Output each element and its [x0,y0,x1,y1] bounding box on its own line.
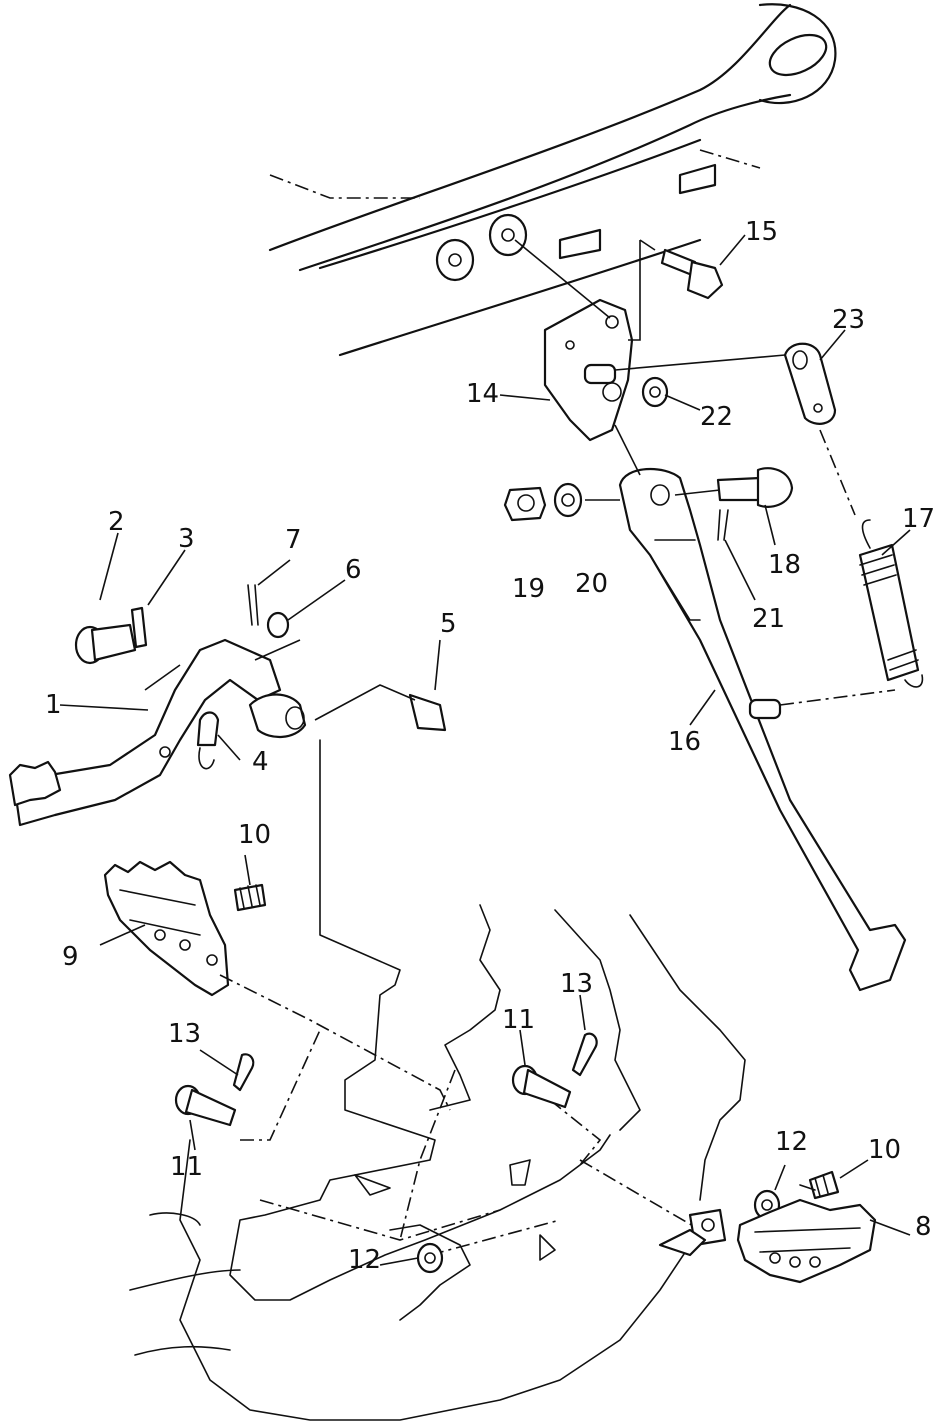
callout-4: 4 [252,747,269,777]
callout-18: 18 [768,550,801,580]
callout-21: 21 [752,604,785,634]
side-stand [585,424,907,992]
callout-10-upper: 10 [238,820,271,850]
footrest-8 [658,1198,877,1284]
callout-5: 5 [440,609,457,639]
clevis-4 [196,711,220,770]
washer-20 [553,482,583,518]
callout-11-middle: 11 [502,1005,535,1035]
callout-labels: 1 2 3 4 5 6 7 8 9 10 10 11 11 12 12 13 1… [45,217,935,1275]
spring-10a [233,883,267,912]
nut-19 [503,486,547,522]
cotter-13a [232,1053,255,1092]
callout-13-left: 13 [168,1019,201,1049]
callout-22: 22 [700,402,733,432]
callout-15: 15 [745,217,778,247]
assembly-lines [219,974,701,1256]
pin-11b [511,1064,572,1109]
callout-12-left: 12 [348,1245,381,1275]
spring-10b [799,1170,840,1200]
callout-9: 9 [62,942,79,972]
callout-10-lower: 10 [868,1135,901,1165]
stand-bolt-18 [716,467,794,541]
callout-19: 19 [512,574,545,604]
callout-23: 23 [832,305,865,335]
callout-16: 16 [668,727,701,757]
spring-17 [748,519,924,720]
stand-bracket [514,239,656,442]
callout-11-left: 11 [170,1152,203,1182]
brake-pedal [8,638,307,827]
callout-7: 7 [285,525,302,555]
callout-8: 8 [915,1212,932,1242]
cotter-pin-7 [247,584,259,626]
pin-3 [130,606,148,649]
callout-14: 14 [466,379,499,409]
callout-12-right: 12 [775,1127,808,1157]
washer-6 [266,611,290,639]
pivot-collar-22 [583,354,786,408]
swingarm-frame [268,3,837,357]
callout-2: 2 [108,507,125,537]
callout-6: 6 [345,555,362,585]
callout-13-middle: 13 [560,969,593,999]
callout-leaders [59,234,911,1266]
callout-3: 3 [178,524,195,554]
bolt-5 [314,684,447,732]
cotter-13b [571,1032,598,1077]
callout-20: 20 [575,569,608,599]
pivot-shaft-2 [74,623,137,665]
pin-11a [174,1084,237,1127]
lower-frame [129,739,746,1421]
bolt-15 [660,248,724,300]
plate-23 [783,342,856,516]
footrest-9 [103,860,230,997]
callout-17: 17 [902,504,935,534]
washer-12a [416,1242,444,1274]
callout-1: 1 [45,690,62,720]
